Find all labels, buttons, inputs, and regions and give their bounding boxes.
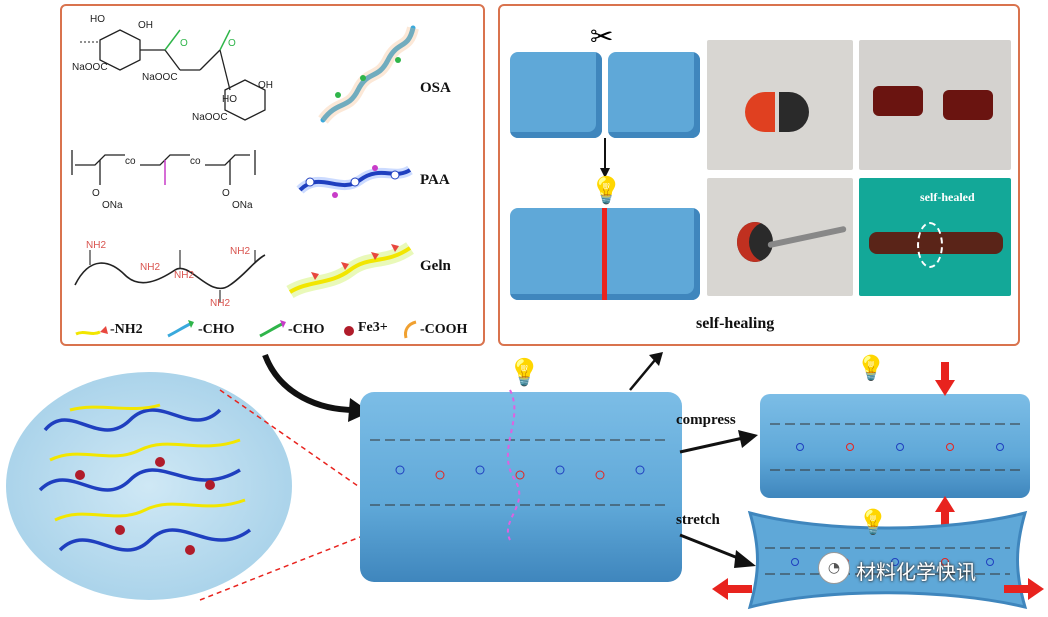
central-light-bulb-icon: 💡 bbox=[508, 358, 541, 388]
paa-chain bbox=[296, 165, 413, 198]
stretched-gel-block bbox=[747, 510, 1028, 610]
light-bulb-icon: 💡 bbox=[590, 176, 623, 206]
compress-bottom-arrow-icon bbox=[935, 496, 955, 530]
healed-seam bbox=[602, 208, 607, 300]
osa-label-naooc1: NaOOC bbox=[72, 62, 108, 73]
osa-label-oh2: OH bbox=[258, 80, 273, 91]
osa-structure bbox=[80, 29, 266, 121]
down-arrow-icon bbox=[600, 138, 610, 178]
cho-purple-legend-icon bbox=[259, 320, 286, 338]
compressed-gel-network bbox=[770, 423, 1020, 471]
fe-legend-label: Fe3+ bbox=[358, 320, 388, 335]
geln-structure bbox=[74, 250, 266, 302]
cho-purple-legend-label: -CHO bbox=[288, 322, 325, 337]
zoom-guide-lines bbox=[199, 389, 379, 601]
geln-label-nh2-2: NH2 bbox=[140, 262, 161, 273]
stretch-arrow-icon bbox=[679, 533, 756, 568]
stretch-light-bulb-icon: 💡 bbox=[858, 508, 888, 536]
osa-label-naooc3: NaOOC bbox=[192, 112, 228, 123]
stretch-right-arrow-icon bbox=[1004, 578, 1044, 600]
cooh-legend-label: -COOH bbox=[420, 322, 468, 337]
geln-label-nh2-4: NH2 bbox=[210, 298, 231, 309]
central-gel-network bbox=[370, 439, 670, 506]
cho-cyan-legend-label: -CHO bbox=[198, 322, 235, 337]
self-healed-label: self-healed bbox=[920, 190, 975, 204]
stretch-left-arrow-icon bbox=[712, 578, 752, 600]
central-pink-trace bbox=[506, 389, 521, 541]
paa-label-ona2: ONa bbox=[232, 200, 253, 211]
network-chains bbox=[38, 403, 252, 555]
cut-block-left bbox=[510, 52, 602, 138]
photo-gel-discs-cut bbox=[707, 40, 853, 170]
geln-name: Geln bbox=[420, 258, 451, 274]
osa-label-o2: O bbox=[228, 38, 236, 49]
up-right-arrow-icon bbox=[629, 352, 663, 391]
nh2-legend-label: -NH2 bbox=[110, 322, 143, 337]
paa-label-co1: co bbox=[125, 156, 136, 167]
osa-label-ho1: HO bbox=[90, 14, 105, 25]
nh2-legend-icon bbox=[75, 326, 108, 336]
geln-chain bbox=[286, 242, 414, 299]
geln-label-nh2-3: NH2 bbox=[174, 270, 195, 281]
osa-label-naooc2: NaOOC bbox=[142, 72, 178, 83]
molecules-panel bbox=[60, 4, 485, 346]
paa-label-ona1: ONa bbox=[102, 200, 123, 211]
central-gel-block bbox=[360, 392, 682, 582]
paa-name: PAA bbox=[420, 172, 450, 188]
geln-label-nh2-5: NH2 bbox=[230, 246, 251, 257]
geln-label-nh2-1: NH2 bbox=[86, 240, 107, 251]
photo-gel-disc-healed bbox=[707, 178, 853, 296]
paa-label-o1: O bbox=[92, 188, 100, 199]
osa-label-oh1: OH bbox=[138, 20, 153, 31]
compressed-gel-block bbox=[760, 394, 1030, 498]
paa-label-co2: co bbox=[190, 156, 201, 167]
compress-light-bulb-icon: 💡 bbox=[856, 354, 886, 382]
compress-arrow-icon bbox=[679, 430, 758, 454]
cooh-legend-icon bbox=[404, 320, 417, 339]
wechat-icon: ◔ bbox=[818, 552, 850, 584]
photo-gel-cylinders-cut bbox=[859, 40, 1011, 170]
cho-cyan-legend-icon bbox=[167, 320, 194, 338]
watermark-text: 材料化学快讯 bbox=[856, 560, 976, 584]
paa-label-o2: O bbox=[222, 188, 230, 199]
paa-structure bbox=[71, 150, 256, 185]
scissors-icon: ✂ bbox=[590, 20, 614, 53]
cut-block-right bbox=[608, 52, 700, 138]
photo-gel-cylinder-healed bbox=[859, 178, 1011, 296]
osa-label-o1: O bbox=[180, 38, 188, 49]
osa-label-ho2: HO bbox=[222, 94, 237, 105]
compress-top-arrow-icon bbox=[935, 362, 955, 396]
osa-name: OSA bbox=[420, 80, 451, 96]
curved-arrow-icon bbox=[262, 353, 370, 422]
self-healing-label: self-healing bbox=[696, 315, 775, 332]
stretch-label: stretch bbox=[676, 512, 720, 528]
fe-legend-icon bbox=[344, 326, 354, 336]
osa-chain bbox=[318, 25, 419, 124]
compress-label: compress bbox=[676, 412, 736, 428]
